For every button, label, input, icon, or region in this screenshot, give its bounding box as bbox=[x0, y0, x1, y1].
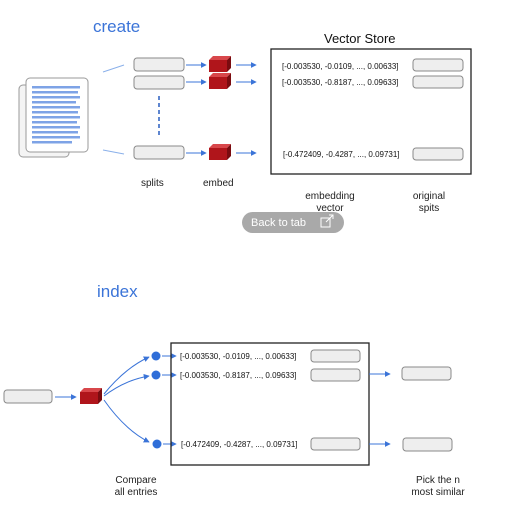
query-embed-cube-icon bbox=[80, 388, 102, 404]
create-heading: create bbox=[93, 17, 140, 36]
store-original-pill-1 bbox=[412, 58, 464, 72]
index-vector-1: [-0.003530, -0.0109, ..., 0.00633] bbox=[180, 352, 297, 361]
embed-cube-icon-1 bbox=[209, 56, 231, 72]
index-section: index [-0.003530, -0.0109, ..., 0.00633]… bbox=[3, 282, 465, 498]
label-original-spits-line2: spits bbox=[419, 203, 440, 214]
compare-fanout-arrows bbox=[103, 356, 150, 443]
vector-store-box bbox=[270, 48, 472, 175]
store-vector-3: [-0.472409, -0.4287, ..., 0.09731] bbox=[283, 150, 400, 159]
index-original-pill-1 bbox=[310, 349, 361, 363]
compare-dot-3 bbox=[152, 439, 162, 449]
doc-connector-top bbox=[102, 64, 125, 73]
label-compare-line2: all entries bbox=[115, 487, 158, 498]
index-heading: index bbox=[97, 282, 138, 301]
split-pill-3 bbox=[133, 145, 185, 160]
index-store-box bbox=[170, 342, 370, 466]
external-link-icon bbox=[320, 214, 334, 228]
index-vector-2: [-0.003530, -0.8187, ..., 0.09633] bbox=[180, 371, 297, 380]
store-vector-1: [-0.003530, -0.0109, ..., 0.00633] bbox=[282, 62, 399, 71]
result-pill-2 bbox=[402, 437, 453, 452]
compare-dot-2 bbox=[151, 370, 161, 380]
split-pill-2 bbox=[133, 75, 185, 90]
back-to-tab-label: Back to tab bbox=[251, 217, 306, 229]
embed-cube-icon-3 bbox=[209, 144, 231, 160]
query-pill bbox=[3, 389, 53, 404]
create-section: create bbox=[18, 17, 472, 214]
vector-store-title: Vector Store bbox=[324, 31, 396, 46]
index-original-pill-3 bbox=[310, 437, 361, 451]
embed-cube-icon-2 bbox=[209, 73, 231, 89]
store-original-pill-2 bbox=[412, 75, 464, 89]
label-embedding-vector-line2: vector bbox=[316, 203, 344, 214]
back-to-tab-button[interactable]: Back to tab bbox=[242, 212, 344, 233]
label-embed: embed bbox=[203, 178, 234, 189]
store-original-pill-3 bbox=[412, 147, 464, 161]
index-original-pill-2 bbox=[310, 368, 361, 382]
store-vector-2: [-0.003530, -0.8187, ..., 0.09633] bbox=[282, 78, 399, 87]
doc-connector-bottom bbox=[102, 149, 125, 155]
label-compare-line1: Compare bbox=[115, 475, 157, 486]
compare-dot-1 bbox=[151, 351, 161, 361]
label-embedding-vector-line1: embedding bbox=[305, 191, 354, 202]
document-stack-icon bbox=[18, 77, 89, 158]
split-pill-1 bbox=[133, 57, 185, 72]
label-pick-line2: most similar bbox=[411, 487, 465, 498]
index-vector-3: [-0.472409, -0.4287, ..., 0.09731] bbox=[181, 440, 298, 449]
result-pill-1 bbox=[401, 366, 452, 381]
label-original-spits-line1: original bbox=[413, 191, 445, 202]
label-splits: splits bbox=[141, 178, 164, 189]
label-pick-line1: Pick the n bbox=[416, 475, 460, 486]
